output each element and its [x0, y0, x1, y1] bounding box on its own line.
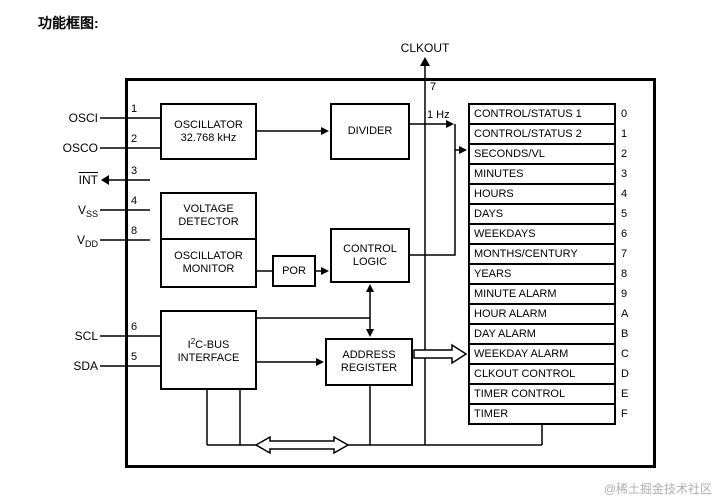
- pin-label-clkout: CLKOUT: [400, 41, 450, 55]
- pin-label-vss: VSS: [77, 203, 98, 219]
- pin-number-osco: 2: [131, 133, 138, 145]
- pin-number-vdd: 8: [131, 225, 138, 237]
- arrow-osc-to-divider: [321, 127, 329, 135]
- data-bus-double-arrow: [254, 435, 350, 455]
- register-index: A: [621, 308, 629, 320]
- register-row: WEEKDAY ALARM: [470, 345, 614, 365]
- register-index: D: [621, 368, 629, 380]
- arrow-into-registers: [459, 146, 467, 154]
- pin-label-vdd: VDD: [76, 233, 98, 249]
- arrow-1hz: [446, 120, 454, 128]
- wires: [100, 65, 543, 446]
- arrow-i2c-to-address-register: [316, 358, 324, 366]
- block-oscillator-monitor: OSCILLATOR MONITOR: [160, 238, 257, 288]
- watermark: @稀土掘金技术社区: [603, 482, 712, 496]
- register-row: TIMER CONTROL: [470, 385, 614, 405]
- register-index: 6: [621, 228, 628, 240]
- register-row: HOURS: [470, 185, 614, 205]
- pin-label-scl: SCL: [74, 329, 98, 343]
- register-row: WEEKDAYS: [470, 225, 614, 245]
- arrow-into-control-logic: [366, 284, 374, 292]
- arrow-int-out: [101, 175, 109, 185]
- register-index: 8: [621, 268, 628, 280]
- register-index: 9: [621, 288, 628, 300]
- register-row: MONTHS/CENTURY: [470, 245, 614, 265]
- pin-label-sda: SDA: [73, 359, 98, 373]
- page-title: 功能框图:: [38, 15, 99, 31]
- register-row: YEARS: [470, 265, 614, 285]
- register-file: CONTROL/STATUS 1 CONTROL/STATUS 2 SECOND…: [468, 103, 616, 425]
- block-i2c-interface: I2C-BUS INTERFACE: [160, 310, 257, 390]
- register-row: CLKOUT CONTROL: [470, 365, 614, 385]
- register-index: C: [621, 348, 629, 360]
- register-row: HOUR ALARM: [470, 305, 614, 325]
- register-row: CONTROL/STATUS 2: [470, 125, 614, 145]
- block-por: POR: [272, 255, 316, 287]
- register-row: DAYS: [470, 205, 614, 225]
- pin-number-sda: 5: [131, 351, 138, 363]
- address-bus-arrow: [413, 343, 468, 365]
- register-index: 4: [621, 188, 628, 200]
- register-index: 3: [621, 168, 628, 180]
- arrow-into-address-register: [366, 329, 374, 337]
- block-address-register: ADDRESS REGISTER: [325, 338, 413, 386]
- pin-label-int: INT: [78, 173, 98, 187]
- register-row: DAY ALARM: [470, 325, 614, 345]
- register-row: SECONDS/VL: [470, 145, 614, 165]
- pin-number-clkout: 7: [430, 81, 437, 93]
- register-index: 2: [621, 148, 628, 160]
- register-index: F: [621, 408, 628, 420]
- block-divider: DIVIDER: [330, 103, 410, 160]
- block-oscillator: OSCILLATOR 32.768 kHz: [160, 103, 257, 160]
- register-row: MINUTE ALARM: [470, 285, 614, 305]
- arrow-por-to-control-logic: [321, 267, 329, 275]
- register-row: MINUTES: [470, 165, 614, 185]
- register-index: 1: [621, 128, 628, 140]
- pin-label-osci: OSCI: [68, 111, 98, 125]
- bus-arrows: [254, 343, 468, 455]
- arrowheads: [101, 57, 467, 366]
- register-row: CONTROL/STATUS 1: [470, 105, 614, 125]
- register-index: 7: [621, 248, 628, 260]
- pin-number-int: 3: [131, 165, 138, 177]
- pin-number-osci: 1: [131, 103, 138, 115]
- pin-number-vss: 4: [131, 195, 138, 207]
- arrow-clkout-up: [420, 57, 430, 66]
- register-index: E: [621, 388, 629, 400]
- register-index: 5: [621, 208, 628, 220]
- pin-label-osco: OSCO: [62, 141, 98, 155]
- block-control-logic: CONTROL LOGIC: [330, 228, 410, 283]
- register-index: 0: [621, 108, 628, 120]
- signal-label-1hz: 1 Hz: [427, 109, 450, 121]
- register-index: B: [621, 328, 629, 340]
- register-row: TIMER: [470, 405, 614, 423]
- pin-number-scl: 6: [131, 321, 138, 333]
- block-voltage-detector: VOLTAGE DETECTOR: [160, 192, 257, 240]
